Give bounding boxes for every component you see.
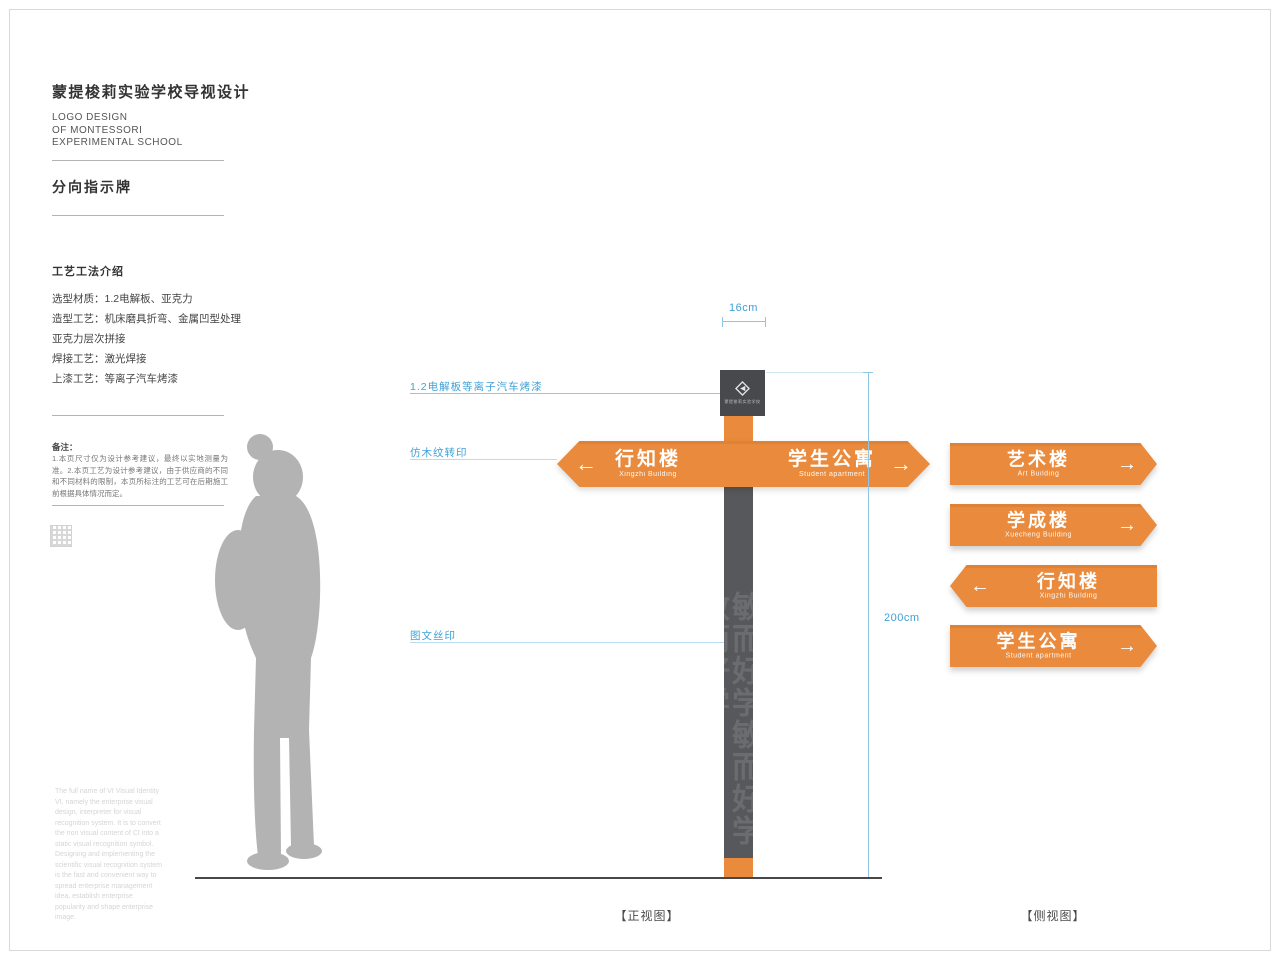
- width-dimension-label: 16cm: [729, 302, 758, 314]
- page-title: 蒙提梭莉实验学校导视设计: [52, 84, 251, 101]
- side-view-label: 【侧视图】: [1020, 909, 1086, 923]
- subtitle-line: OF MONTESSORI: [52, 124, 143, 136]
- craft-line: 亚克力层次拼接: [52, 333, 126, 345]
- arrow-right-icon: →: [890, 451, 912, 476]
- front-sign-shape: ← 行知楼 Xingzhi Building 学生公寓 Student apar…: [557, 441, 930, 487]
- side-sign-text: 艺术楼 Art Building: [950, 449, 1157, 478]
- craft-line: 上漆工艺：等离子汽车烤漆: [52, 373, 178, 385]
- divider: [52, 415, 224, 416]
- school-logo-icon: [735, 381, 750, 396]
- sign-name-en: Xuecheng Building: [1005, 531, 1072, 539]
- side-sign-shape: 行知楼 Xingzhi Building ←: [950, 565, 1157, 607]
- dimension-tick: [765, 317, 766, 327]
- side-sign-text: 学生公寓 Student apartment: [950, 631, 1157, 660]
- side-sign-student-apartment: 学生公寓 Student apartment →: [950, 625, 1157, 667]
- craft-line: 造型工艺：机床磨具折弯、金属凹型处理: [52, 313, 241, 325]
- arrow-left-icon: ←: [970, 575, 990, 597]
- side-sign-shape: 学成楼 Xuecheng Building →: [950, 504, 1157, 546]
- subtitle-line: LOGO DESIGN: [52, 112, 128, 123]
- side-sign-xingzhi-building: 行知楼 Xingzhi Building ←: [950, 565, 1157, 607]
- sign-name-cn: 学生公寓: [996, 631, 1081, 652]
- front-sign-right: 学生公寓 Student apartment: [772, 449, 892, 479]
- note-text: 1.本页尺寸仅为设计参考建议，最终以实地测量为准。2.本页工艺为设计参考建议，由…: [52, 454, 228, 498]
- section-title: 分向指示牌: [52, 179, 132, 195]
- sign-name-en: Xingzhi Building: [1039, 592, 1098, 600]
- callout-silkscreen: 图文丝印: [410, 630, 456, 642]
- footer-description: The full name of VI Visual Identity VI, …: [55, 788, 162, 921]
- subtitle-line: EXPERIMENTAL SCHOOL: [52, 137, 183, 148]
- sign-pole: 敏而好学敏而好学敏而好学: [724, 416, 753, 858]
- divider: [52, 505, 224, 506]
- person-silhouette-graphic: [215, 434, 322, 870]
- craft-heading: 工艺工法介绍: [52, 266, 124, 278]
- height-dimension-line: [868, 372, 869, 878]
- front-sign-left: 行知楼 Xingzhi Building: [588, 449, 708, 479]
- ground-line: [195, 877, 882, 879]
- logo-plate: 蒙提梭莉实验学校: [720, 370, 765, 416]
- side-sign-shape: 艺术楼 Art Building →: [950, 443, 1157, 485]
- pole-decorative-text: 敏而好学敏而好学敏而好学: [724, 591, 753, 847]
- dimension-tick: [722, 317, 723, 327]
- sign-name-en: Student apartment: [798, 471, 866, 478]
- arrow-right-icon: →: [1117, 635, 1137, 657]
- craft-line: 焊接工艺：激光焊接: [52, 353, 147, 365]
- pole-orange-base: [724, 858, 753, 879]
- sign-name-cn: 艺术楼: [1007, 449, 1070, 470]
- front-sign-bar: ← 行知楼 Xingzhi Building 学生公寓 Student apar…: [557, 441, 930, 487]
- sign-name-en: Student apartment: [1005, 652, 1072, 660]
- side-sign-shape: 学生公寓 Student apartment →: [950, 625, 1157, 667]
- arrow-left-icon: ←: [575, 451, 597, 476]
- arrow-right-icon: →: [1117, 453, 1137, 475]
- sign-name-en: Xingzhi Building: [619, 471, 677, 478]
- divider: [52, 215, 224, 216]
- sign-name-cn: 行知楼: [1037, 571, 1100, 592]
- sign-name-en: Art Building: [1017, 470, 1060, 478]
- logo-plate-text: 蒙提梭莉实验学校: [724, 399, 761, 404]
- height-dimension-label: 200cm: [884, 612, 920, 624]
- person-silhouette: [210, 430, 358, 880]
- width-dimension-line: [722, 321, 766, 322]
- callout-plate-material: 1.2电解板等离子汽车烤漆: [410, 381, 543, 393]
- craft-line: 选型材质：1.2电解板、亚克力: [52, 293, 193, 305]
- craft-spec-list: 选型材质：1.2电解板、亚克力 造型工艺：机床磨具折弯、金属凹型处理 亚克力层次…: [52, 289, 241, 389]
- sign-name-cn: 行知楼: [614, 449, 681, 470]
- page-subtitle: LOGO DESIGN OF MONTESSORI EXPERIMENTAL S…: [52, 112, 183, 150]
- note-heading: 备注：: [52, 442, 78, 452]
- callout-woodgrain: 仿木纹转印: [410, 447, 468, 459]
- callout-line: [410, 393, 720, 394]
- guide-line: [766, 372, 868, 373]
- dimension-tick: [863, 372, 873, 373]
- divider: [52, 160, 224, 161]
- callout-line: [410, 459, 557, 460]
- side-sign-xuecheng-building: 学成楼 Xuecheng Building →: [950, 504, 1157, 546]
- sign-name-cn: 学生公寓: [787, 449, 876, 470]
- seal-stamp: [50, 525, 72, 547]
- callout-line: [410, 642, 724, 643]
- side-sign-art-building: 艺术楼 Art Building →: [950, 443, 1157, 485]
- side-sign-text: 学成楼 Xuecheng Building: [950, 510, 1157, 539]
- arrow-right-icon: →: [1117, 514, 1137, 536]
- pole-orange-band: [724, 416, 753, 443]
- side-sign-text: 行知楼 Xingzhi Building: [950, 571, 1157, 600]
- front-view-label: 【正视图】: [614, 909, 680, 923]
- sign-name-cn: 学成楼: [1007, 510, 1070, 531]
